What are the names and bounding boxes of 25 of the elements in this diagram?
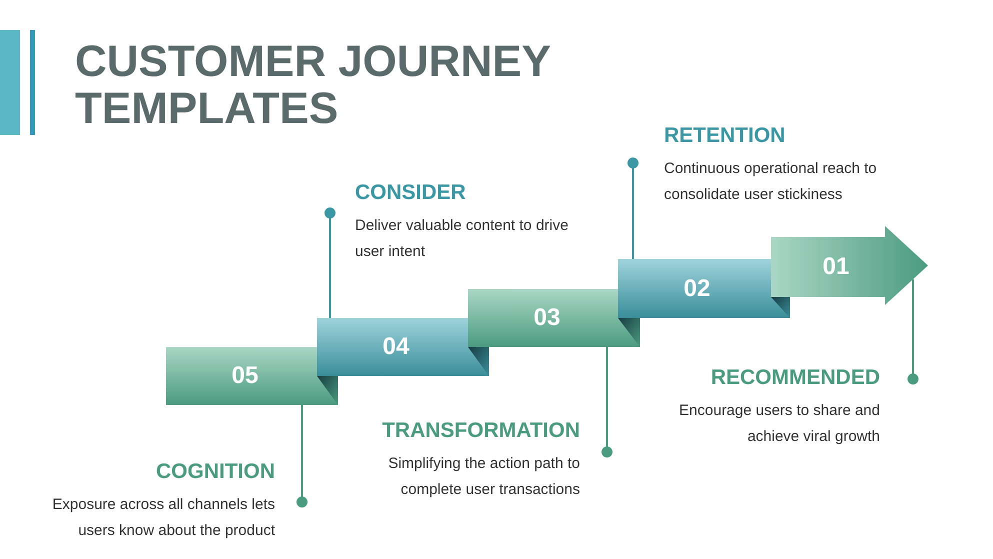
step-ribbon [317, 318, 489, 376]
leader-line [908, 279, 918, 384]
step-heading: TRANSFORMATION [381, 418, 580, 444]
step-heading: RECOMMENDED [710, 365, 880, 391]
leader-line [324, 208, 336, 318]
step-number: 03 [534, 304, 560, 332]
step-heading: CONSIDER [355, 180, 467, 206]
leader-line [296, 405, 308, 508]
title: CUSTOMER JOURNEY TEMPLATES [75, 38, 552, 132]
step-description: Simplifying the action path to complete user transactions [387, 454, 580, 500]
step-heading: RETENTION [664, 123, 786, 149]
leader-line [628, 158, 638, 259]
leader-line [602, 347, 612, 458]
step-description: Continuous operational reach to consolidate user stickiness [664, 159, 878, 205]
step-description: Deliver valuable content to drive user intent [355, 216, 570, 262]
step-number: 01 [822, 253, 850, 281]
step-description: Exposure across all channels lets users know about the product [51, 495, 275, 541]
step-ribbon [618, 259, 790, 318]
step-ribbon [468, 289, 640, 347]
step-number: 02 [684, 274, 710, 302]
step-ribbon [166, 347, 338, 405]
step-heading: COGNITION [155, 459, 275, 485]
step-number: 04 [382, 333, 410, 361]
step-number: 05 [232, 362, 258, 390]
step-description: Encourage users to share and achieve viral growth [678, 401, 880, 447]
